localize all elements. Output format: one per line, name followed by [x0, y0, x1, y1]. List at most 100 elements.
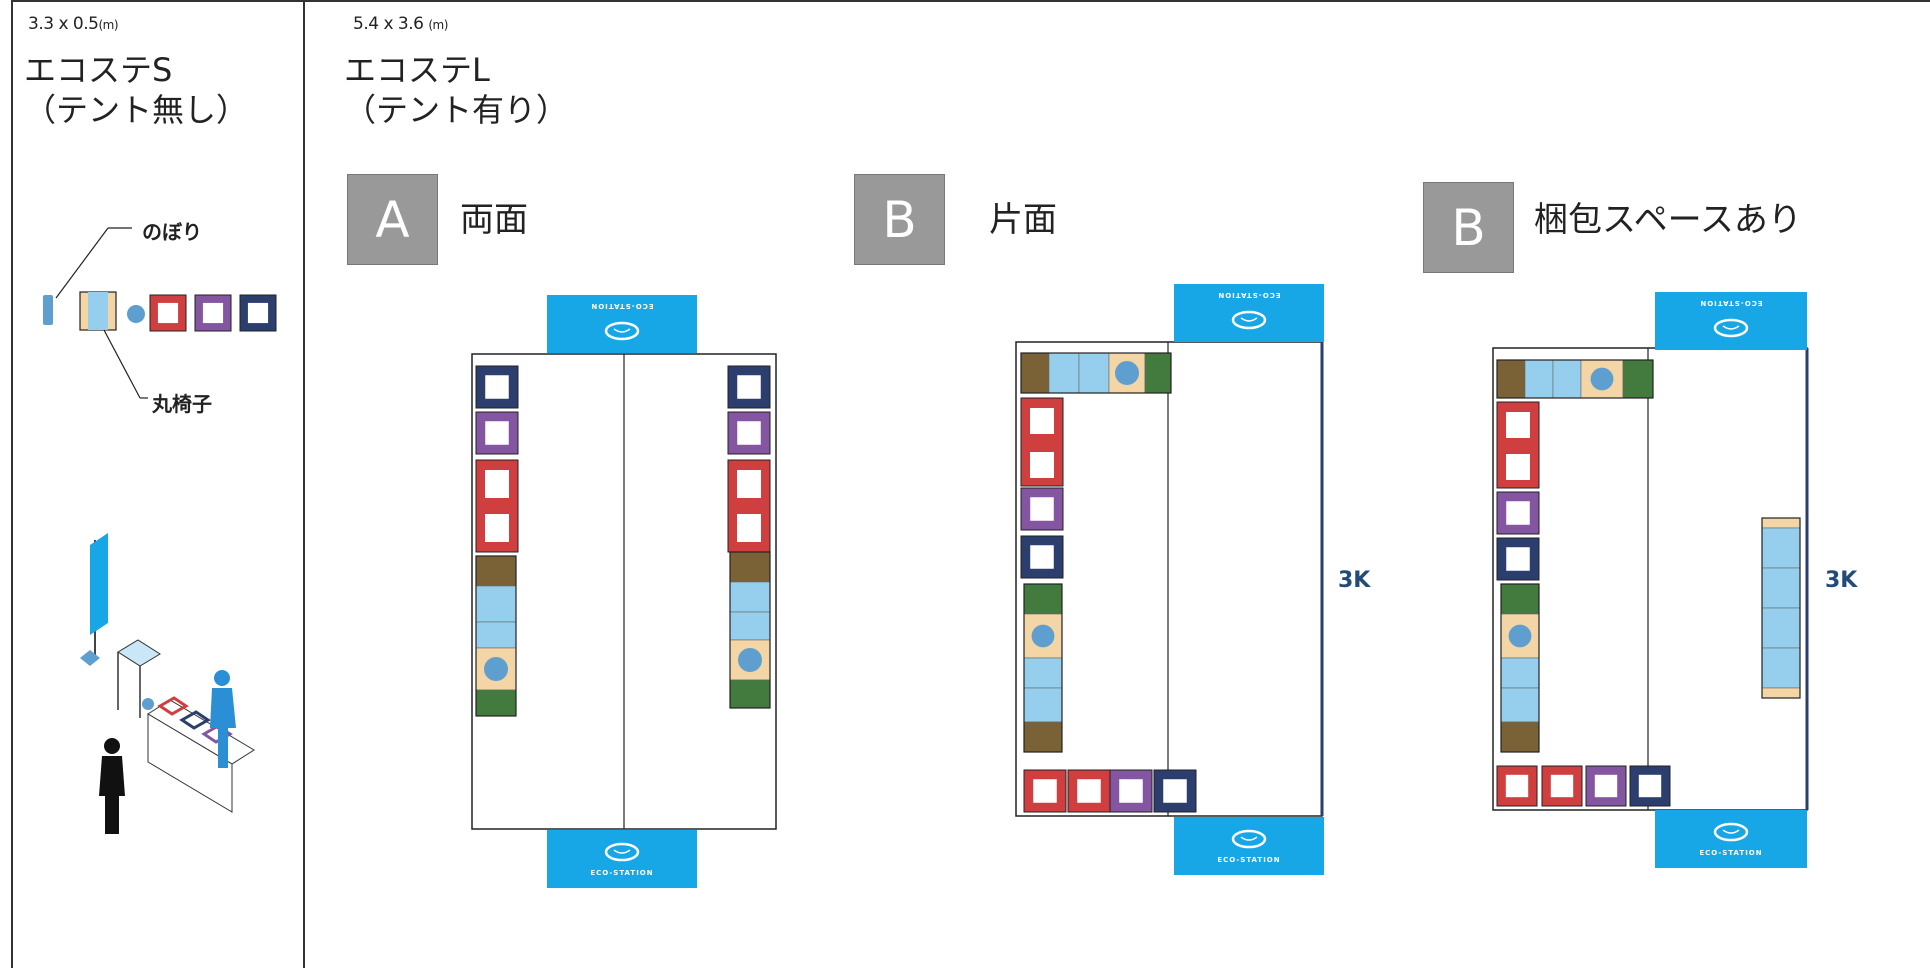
bin-red-iso [157, 696, 189, 716]
table-segment [1500, 687, 1540, 723]
panel-divider [303, 0, 305, 968]
stool-icon [1031, 624, 1055, 648]
table-segment [475, 555, 517, 587]
bin-inner [1594, 774, 1618, 798]
stool-icon [1115, 361, 1139, 385]
eco-logo-icon [1713, 822, 1749, 842]
banner-text: ECO-STATION [590, 302, 653, 310]
table-outline [475, 555, 517, 717]
bin [1020, 487, 1064, 531]
banner-text: ECO-STATION [1699, 849, 1762, 857]
bin-inner [1030, 497, 1054, 521]
bin-inner [1030, 408, 1054, 434]
option-a-badge: A [347, 174, 438, 265]
person-head-icon [104, 738, 120, 754]
dimension-small: 3.3 x 0.5(m) [28, 14, 119, 34]
table-segment [1500, 583, 1540, 615]
eco-logo-icon [1231, 829, 1267, 849]
option-b-packing-badge: B [1423, 182, 1514, 273]
bin-navy-iso [179, 710, 211, 730]
banner-text: ECO-STATION [1217, 291, 1280, 299]
bin-inner [485, 421, 509, 445]
bin-inner [1505, 774, 1529, 798]
bin-inner [1506, 454, 1530, 480]
bin-inner [737, 514, 761, 542]
bin-inner [1030, 452, 1054, 478]
packing-table-segment [1761, 567, 1801, 609]
table-segment [475, 621, 517, 649]
table-segment [1500, 657, 1540, 689]
eco-logo-smile [1722, 325, 1740, 330]
table-segment [1023, 687, 1063, 723]
banner-text: ECO-STATION [590, 869, 653, 877]
table-segment [1078, 352, 1110, 394]
top-border [11, 0, 1930, 2]
stool-icon [738, 648, 762, 672]
stool-icon [484, 657, 508, 681]
bin-inner [1030, 545, 1054, 569]
bin-red [149, 294, 187, 332]
bin-inner [485, 470, 509, 498]
table-segment [1500, 721, 1540, 753]
table-segment [1023, 721, 1063, 753]
table-outline [1761, 517, 1801, 699]
dimension-large: 5.4 x 3.6 (m) [353, 14, 448, 34]
side-marker-3k-b-packing: 3K [1825, 568, 1858, 593]
table-segment [1552, 359, 1582, 399]
person-visitor-icon [99, 756, 125, 834]
stool-icon [1508, 624, 1532, 648]
flag-icon [43, 295, 53, 325]
bin-inner [737, 375, 761, 399]
eco-logo-icon [1231, 310, 1267, 330]
banner-base [80, 650, 100, 666]
table-top-icon [117, 639, 161, 667]
left-border [11, 0, 13, 968]
eco-station-s-title: エコステS （テント無し） [24, 51, 249, 129]
tent-outline-b [1015, 341, 1323, 817]
eco-logo-icon [604, 842, 640, 862]
bin-inner [1506, 501, 1530, 525]
bin-inner [737, 421, 761, 445]
eco-logo-smile [1722, 829, 1740, 834]
person-head-icon [214, 670, 230, 686]
table-segment [1020, 352, 1050, 394]
table-segment [729, 581, 771, 613]
option-b-packing-label: 梱包スペースあり [1534, 200, 1802, 240]
side-marker-3k-b: 3K [1338, 568, 1371, 593]
person-staff-icon [210, 688, 236, 768]
bin-inner [1550, 774, 1574, 798]
table-segment [1023, 657, 1063, 689]
stool-icon [142, 698, 154, 710]
table-segment [729, 551, 771, 583]
eco-logo-icon [604, 321, 640, 341]
table-segment [1144, 352, 1172, 394]
bin-inner [1506, 412, 1530, 438]
table-segment [1496, 359, 1526, 399]
bin-row-front [147, 713, 233, 813]
legend-flag-label: のぼり [142, 220, 202, 244]
table-segment [729, 611, 771, 641]
legend-stool-leader [103, 329, 141, 399]
table-segment [475, 689, 517, 717]
bin-inner [202, 302, 224, 324]
bin-inner [1163, 779, 1187, 803]
bin-purple-iso [201, 724, 233, 744]
table-segment [1622, 359, 1654, 399]
table-segment [1023, 583, 1063, 615]
bin-inner [1077, 779, 1101, 803]
bin-inner [1033, 779, 1057, 803]
bin-inner [1119, 779, 1143, 803]
bin-inner [737, 470, 761, 498]
packing-table-segment [1761, 607, 1801, 649]
option-b-badge: B [854, 174, 945, 265]
table-segment [475, 585, 517, 623]
banner-flag-icon [90, 533, 108, 635]
banner-text: ECO-STATION [1217, 856, 1280, 864]
eco-logo-icon [1713, 318, 1749, 338]
bin-inner [1506, 547, 1530, 571]
bin-inner [157, 302, 179, 324]
eco-logo-smile [1240, 317, 1258, 322]
eco-logo-smile [613, 849, 631, 854]
packing-table-segment [1761, 517, 1801, 529]
